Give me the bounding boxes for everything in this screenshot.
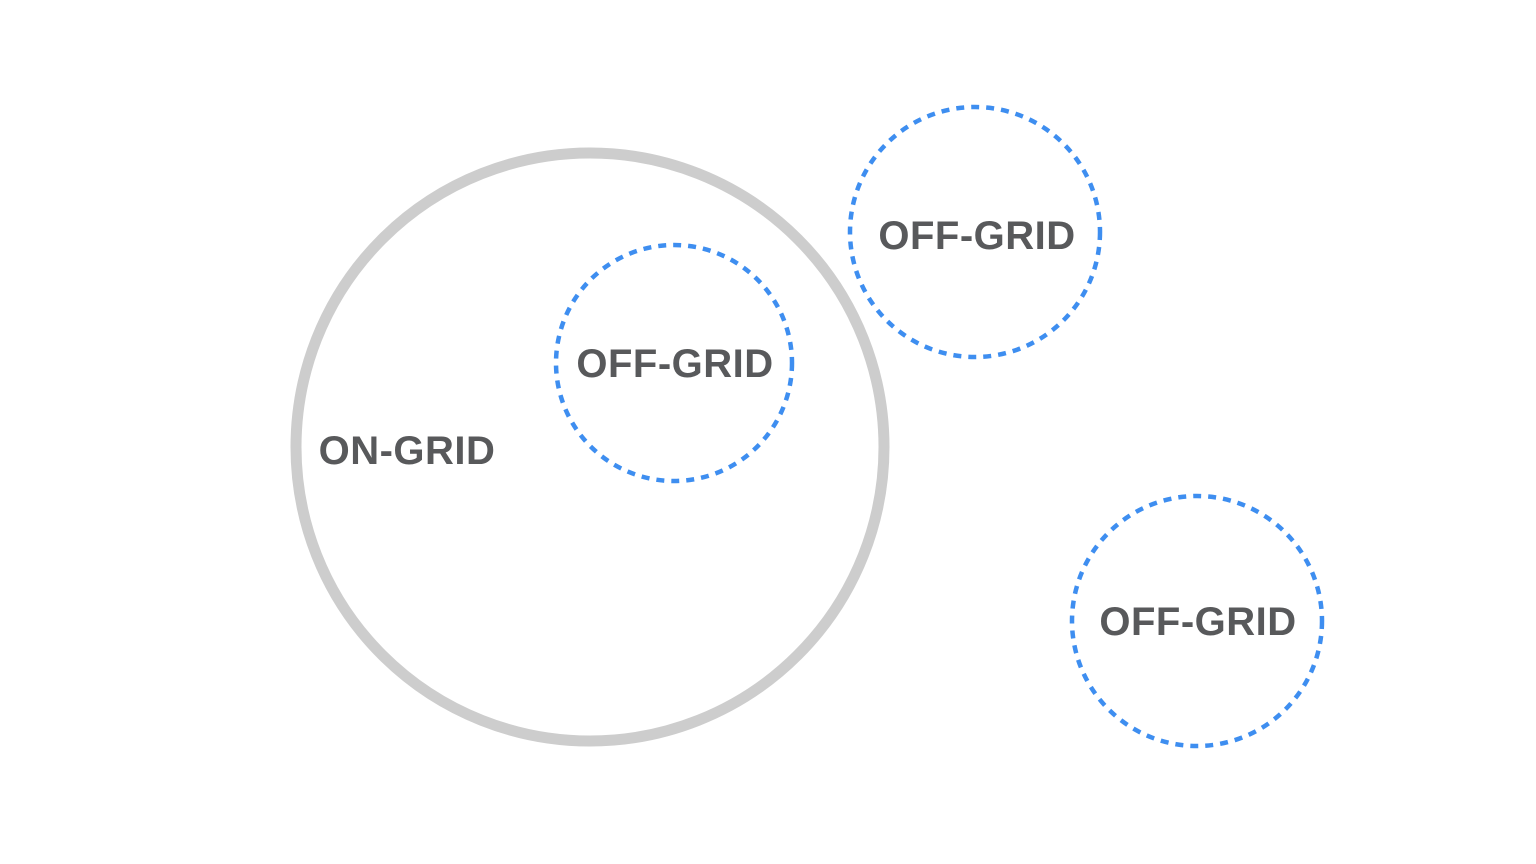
off-grid-label-inside: OFF-GRID: [576, 342, 773, 386]
on-grid-circle: [290, 147, 890, 747]
off-grid-label-top-right: OFF-GRID: [878, 214, 1075, 258]
on-grid-label: ON-GRID: [319, 429, 496, 473]
off-grid-circle-top-right: [847, 104, 1103, 360]
off-grid-label-bottom-right: OFF-GRID: [1099, 600, 1296, 644]
off-grid-circle-bottom-right: [1069, 493, 1325, 749]
off-grid-circle-inside: [553, 242, 795, 484]
